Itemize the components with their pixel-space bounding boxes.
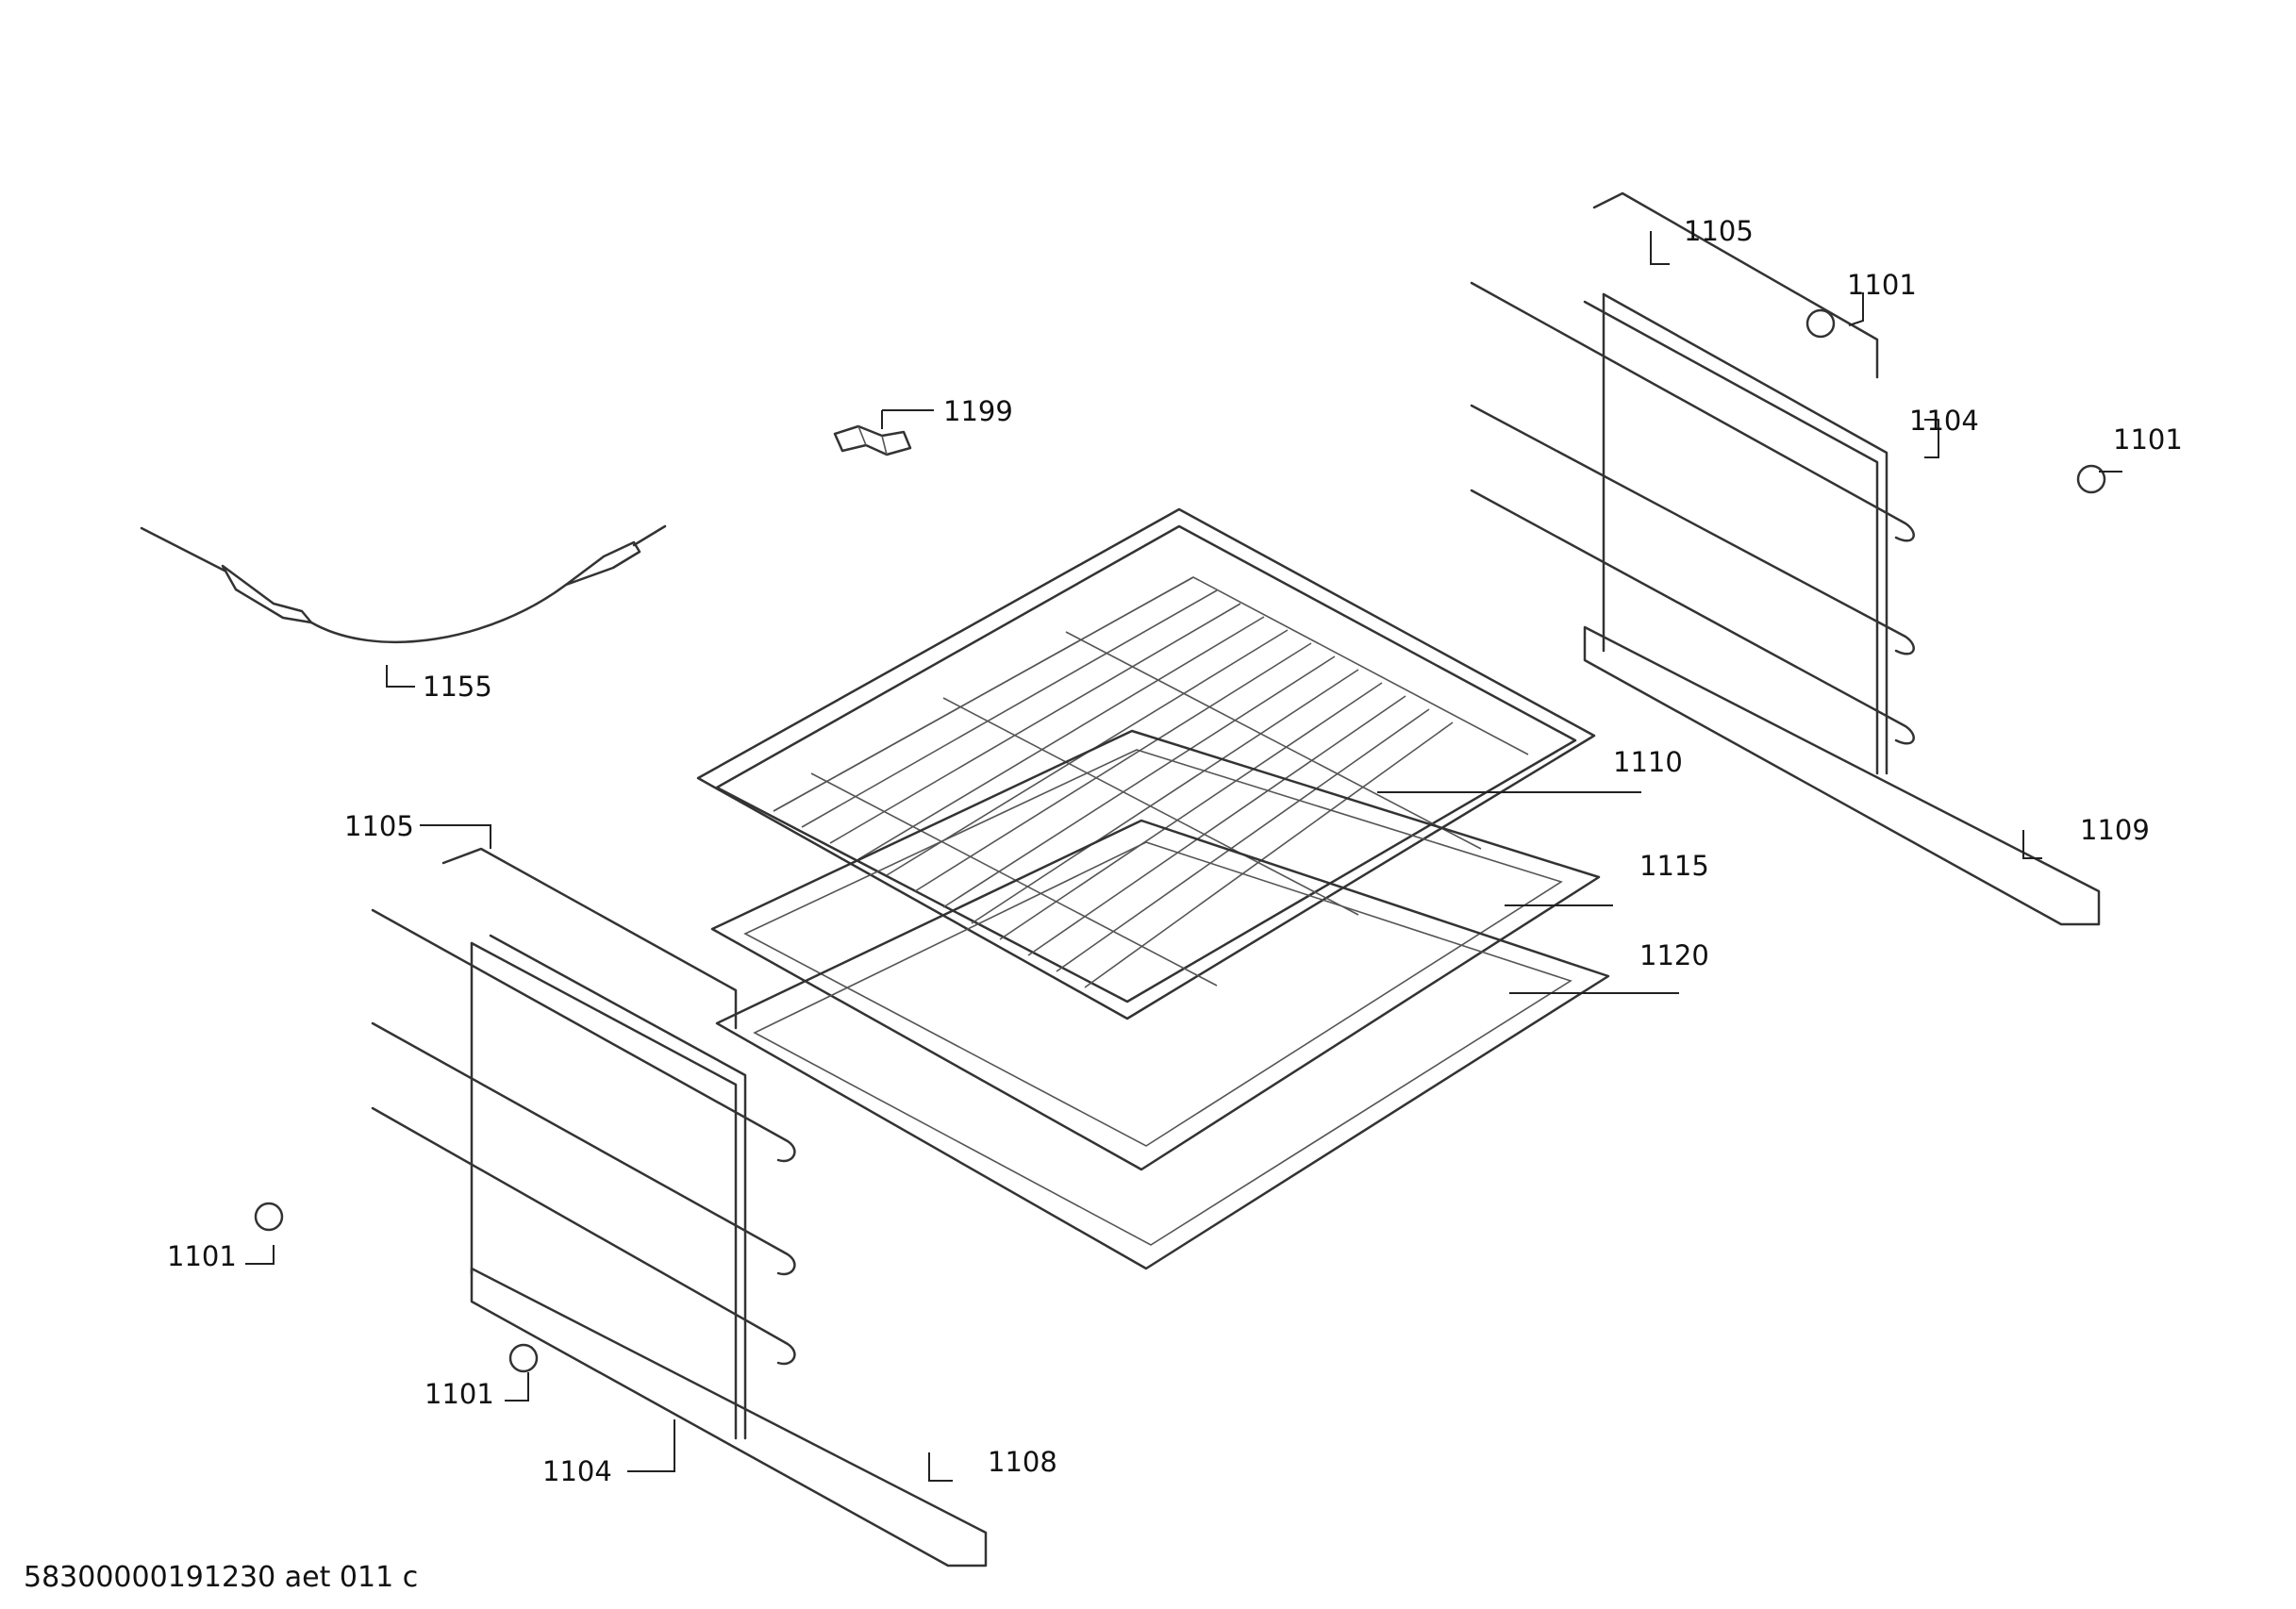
part-label-1105-top: 1105 — [1684, 215, 1754, 247]
part-label-1105-left: 1105 — [344, 810, 414, 842]
left-side-rack-drawing — [254, 847, 988, 1568]
part-label-1101-right: 1101 — [2113, 423, 2183, 456]
part-label-1109: 1109 — [2080, 814, 2150, 846]
baking-tray-drawing — [710, 729, 1601, 1171]
deep-tray-drawing — [715, 819, 1610, 1270]
part-label-1101-top: 1101 — [1847, 269, 1917, 301]
part-label-1120: 1120 — [1639, 939, 1709, 971]
part-labels: 1105 1101 1101 1104 1199 1155 1110 1109 … — [167, 215, 2183, 1487]
part-label-1108: 1108 — [988, 1446, 1057, 1478]
part-label-1101-left: 1101 — [167, 1240, 237, 1272]
wire-shelf-drawing — [696, 507, 1596, 1020]
document-id: 58300000191230 aet 011 c — [24, 1561, 418, 1594]
part-label-1104-left: 1104 — [542, 1455, 612, 1487]
part-label-1110: 1110 — [1613, 746, 1683, 778]
leader-lines — [245, 231, 2122, 1482]
part-label-1104-right: 1104 — [1909, 405, 1979, 437]
part-label-1101-bottom: 1101 — [424, 1378, 494, 1410]
part-label-1199: 1199 — [943, 395, 1013, 427]
part-label-1115: 1115 — [1639, 850, 1709, 882]
temperature-probe-drawing — [140, 524, 667, 643]
part-label-1155: 1155 — [423, 671, 492, 703]
right-side-rack-drawing — [1470, 191, 2106, 926]
clip-drawing — [833, 424, 912, 456]
